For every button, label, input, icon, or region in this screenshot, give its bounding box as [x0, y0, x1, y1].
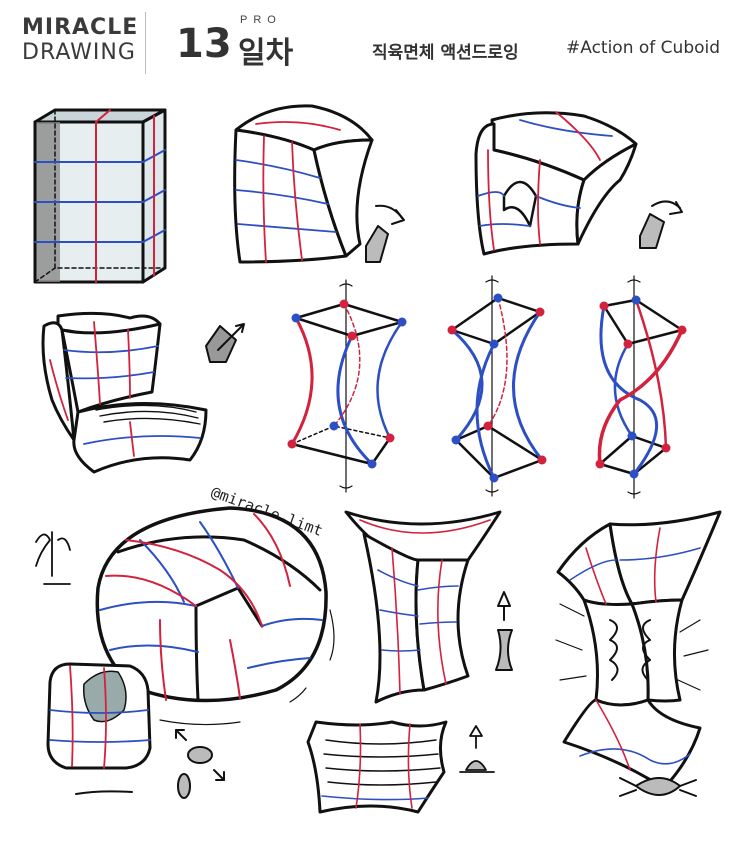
day-number: 13 — [176, 21, 232, 67]
twisted-prism-2 — [447, 275, 547, 497]
twisted-prism-3 — [595, 275, 687, 499]
bent-cuboid — [233, 104, 405, 264]
day-badge: PRO — [240, 14, 282, 26]
inflated-cushion — [95, 506, 335, 726]
title-korean: 직육면체 액션드로잉 — [372, 43, 519, 63]
brand-logo: MIRACLE DRAWING — [22, 16, 138, 66]
signature — [35, 531, 71, 585]
rounded-block — [46, 662, 152, 795]
arched-cuboid — [474, 111, 683, 256]
brand-line-1: MIRACLE — [22, 15, 139, 40]
header-divider — [145, 12, 146, 74]
day-label: 일차 — [238, 36, 294, 71]
twisted-prism-1 — [287, 279, 407, 493]
shaded-box — [33, 108, 167, 284]
title-english: #Action of Cuboid — [566, 38, 721, 58]
pinched-column — [344, 510, 513, 704]
squeezed-block — [555, 510, 722, 790]
compressed-slab — [175, 720, 697, 814]
folded-cuboid — [41, 311, 245, 474]
page-header: MIRACLE DRAWING 13 PRO 일차 직육면체 액션드로잉 #Ac… — [0, 0, 736, 80]
brand-line-2: DRAWING — [22, 40, 136, 65]
